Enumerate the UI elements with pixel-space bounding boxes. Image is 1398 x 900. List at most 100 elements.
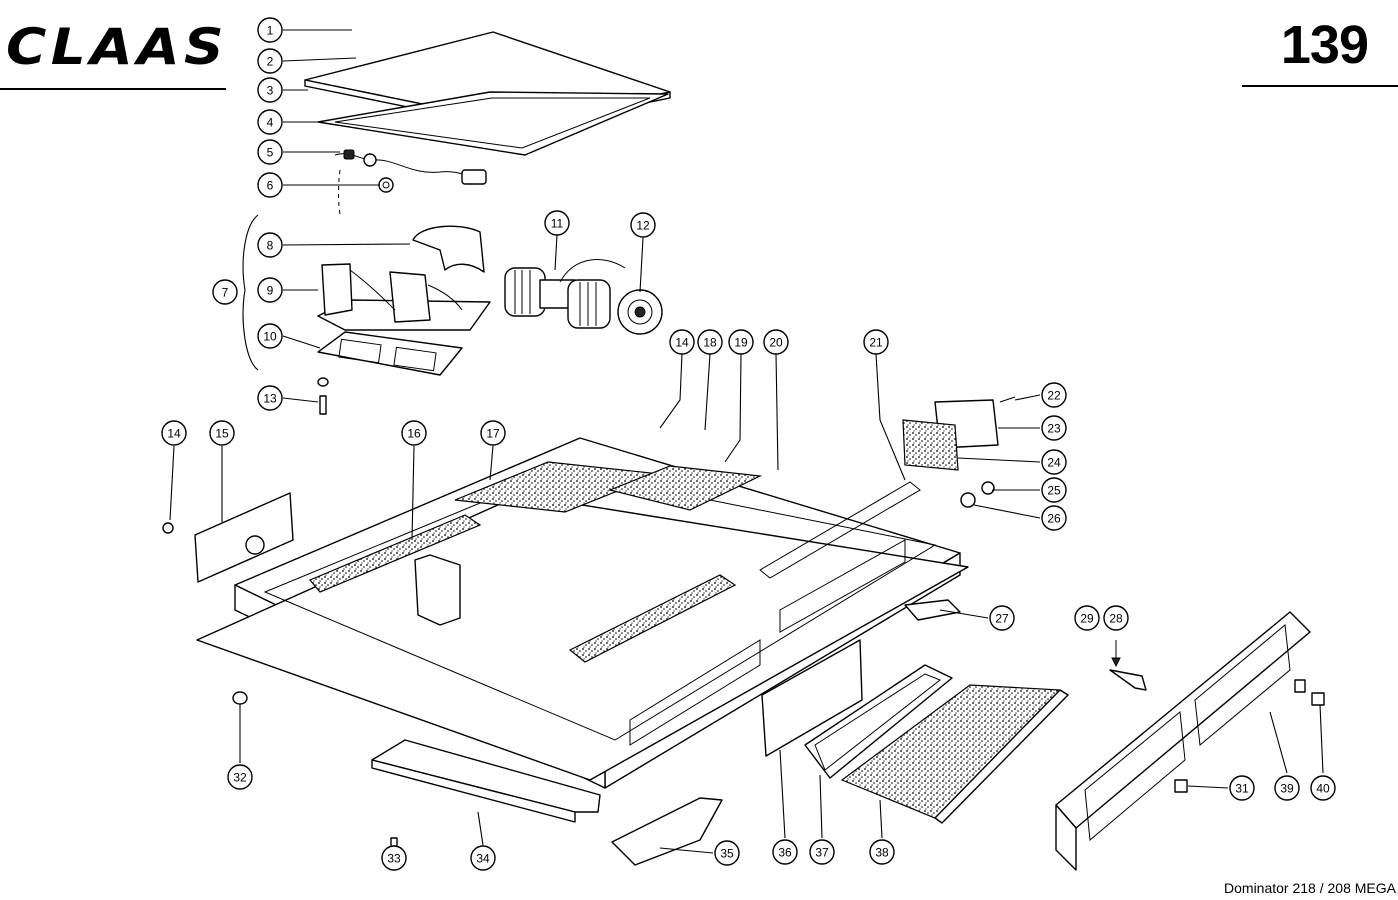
callout-circle bbox=[1103, 605, 1129, 631]
callout-circle bbox=[1074, 605, 1100, 631]
callout-31: 31 bbox=[1229, 775, 1255, 801]
callout-20: 20 bbox=[763, 329, 789, 355]
callout-36: 36 bbox=[772, 839, 798, 865]
callout-number: 10 bbox=[263, 330, 277, 344]
callout-32: 32 bbox=[227, 764, 253, 790]
callout-number: 19 bbox=[734, 336, 748, 350]
callout-number: 13 bbox=[263, 392, 277, 406]
callout-5: 5 bbox=[257, 139, 283, 165]
callout-number: 15 bbox=[215, 427, 229, 441]
callout-number: 38 bbox=[875, 846, 889, 860]
callout-circle bbox=[480, 420, 506, 446]
callout-number: 22 bbox=[1047, 389, 1061, 403]
callout-2: 2 bbox=[257, 48, 283, 74]
callout-number: 33 bbox=[387, 852, 401, 866]
claas-logo: CLAAS bbox=[6, 18, 228, 70]
foot-pad bbox=[232, 691, 248, 705]
callout-circle bbox=[989, 605, 1015, 631]
leader-lines bbox=[169, 29, 1324, 855]
callout-11: 11 bbox=[544, 210, 570, 236]
callout-number: 34 bbox=[476, 852, 490, 866]
callout-4: 4 bbox=[257, 109, 283, 135]
callout-number: 1 bbox=[267, 24, 274, 38]
callout-circle bbox=[772, 839, 798, 865]
callout-number: 29 bbox=[1080, 612, 1094, 626]
callout-circle bbox=[257, 139, 283, 165]
callout-circle bbox=[1041, 382, 1067, 408]
callout-circle bbox=[1041, 505, 1067, 531]
callout-14: 14 bbox=[669, 329, 695, 355]
callout-number: 8 bbox=[267, 239, 274, 253]
svg-text:CLAAS: CLAAS bbox=[6, 18, 228, 70]
main-housing bbox=[196, 437, 969, 789]
callout-number: 6 bbox=[267, 179, 274, 193]
callout-number: 39 bbox=[1280, 782, 1294, 796]
screw-bolts bbox=[317, 377, 329, 415]
callout-circle bbox=[714, 840, 740, 866]
callout-number: 9 bbox=[267, 284, 274, 298]
callout-number: 18 bbox=[703, 336, 717, 350]
callout-7: 7 bbox=[212, 279, 238, 305]
callout-circle bbox=[381, 845, 407, 871]
callout-18: 18 bbox=[697, 329, 723, 355]
callout-circle bbox=[1229, 775, 1255, 801]
callout-number: 4 bbox=[267, 116, 274, 130]
callout-40: 40 bbox=[1310, 775, 1336, 801]
callout-34: 34 bbox=[470, 845, 496, 871]
callout-circle bbox=[257, 277, 283, 303]
grommet bbox=[378, 177, 394, 193]
callout-number: 2 bbox=[267, 55, 274, 69]
callout-14: 14 bbox=[161, 420, 187, 446]
callout-number: 3 bbox=[267, 84, 274, 98]
page-number: 139 bbox=[1280, 15, 1369, 75]
callout-number: 24 bbox=[1047, 456, 1061, 470]
base-plate bbox=[317, 331, 463, 376]
callout-number: 20 bbox=[769, 336, 783, 350]
callout-26: 26 bbox=[1041, 505, 1067, 531]
angle-bracket bbox=[371, 739, 601, 855]
callout-number: 14 bbox=[167, 427, 181, 441]
callout-number: 35 bbox=[720, 847, 734, 861]
fan-housing bbox=[317, 263, 491, 331]
callout-circle bbox=[227, 764, 253, 790]
callout-35: 35 bbox=[714, 840, 740, 866]
callout-circle bbox=[1041, 449, 1067, 475]
callout-circle bbox=[1310, 775, 1336, 801]
callout-circle bbox=[1041, 415, 1067, 441]
small-angle bbox=[611, 797, 723, 866]
callout-22: 22 bbox=[1041, 382, 1067, 408]
side-panel-left bbox=[162, 492, 294, 583]
callout-9: 9 bbox=[257, 277, 283, 303]
callout-number: 11 bbox=[551, 217, 564, 231]
callout-circle bbox=[257, 17, 283, 43]
callout-number: 23 bbox=[1047, 422, 1061, 436]
callout-number: 28 bbox=[1109, 612, 1123, 626]
side-rail bbox=[1055, 611, 1325, 871]
callout-3: 3 bbox=[257, 77, 283, 103]
callout-circle bbox=[401, 420, 427, 446]
gasket-frame bbox=[317, 91, 669, 156]
callout-circle bbox=[257, 48, 283, 74]
header-rule-left bbox=[0, 88, 226, 90]
callout-circle bbox=[669, 329, 695, 355]
callout-number: 21 bbox=[869, 336, 883, 350]
callout-16: 16 bbox=[401, 420, 427, 446]
callout-circle bbox=[257, 323, 283, 349]
blower-motor bbox=[504, 259, 626, 329]
callout-37: 37 bbox=[809, 839, 835, 865]
callout-29: 29 bbox=[1074, 605, 1100, 631]
callout-circle bbox=[470, 845, 496, 871]
callout-28: 28 bbox=[1103, 605, 1129, 631]
callout-circle bbox=[1274, 775, 1300, 801]
callout-13: 13 bbox=[257, 385, 283, 411]
callout-circle bbox=[863, 329, 889, 355]
callout-circle bbox=[257, 109, 283, 135]
callout-circle bbox=[544, 210, 570, 236]
motor-flange bbox=[617, 289, 663, 335]
callout-10: 10 bbox=[257, 323, 283, 349]
header-rule-right bbox=[1242, 85, 1398, 87]
callout-circle bbox=[809, 839, 835, 865]
callout-circle bbox=[209, 420, 235, 446]
callout-25: 25 bbox=[1041, 477, 1067, 503]
